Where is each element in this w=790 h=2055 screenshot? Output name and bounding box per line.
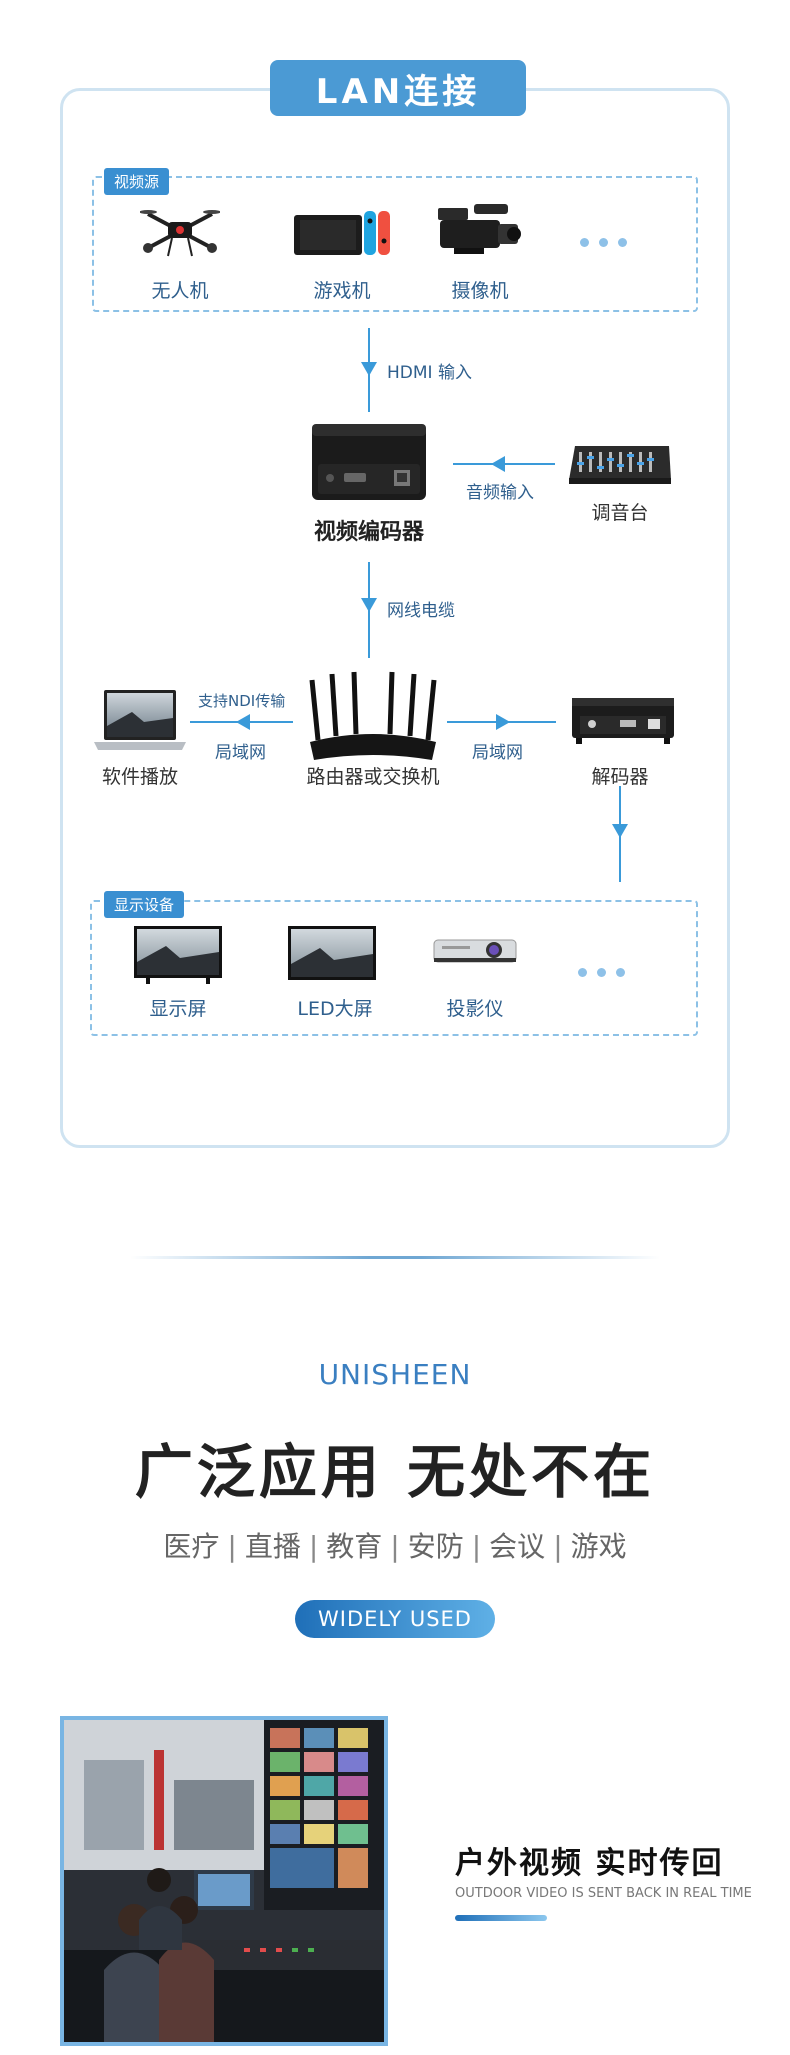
led-screen-label: LED大屏 xyxy=(297,998,373,1020)
application-fields: 医疗|直播|教育|安防|会议|游戏 xyxy=(163,1530,627,1563)
video-decoder-icon xyxy=(568,694,678,748)
game-console-icon xyxy=(290,207,394,259)
router-label: 路由器或交换机 xyxy=(306,766,440,788)
network-cable-label: 网线电缆 xyxy=(387,601,455,621)
field-medical: 医疗 xyxy=(163,1530,220,1563)
led-screen-icon xyxy=(286,924,378,986)
field-live: 直播 xyxy=(244,1530,301,1563)
video-sources-tag: 视频源 xyxy=(104,168,170,195)
field-education: 教育 xyxy=(326,1530,383,1563)
brand-logo: UNISHEEN xyxy=(318,1358,472,1391)
camcorder-label: 摄像机 xyxy=(451,280,509,302)
display-devices-box xyxy=(90,900,698,1036)
video-encoder-label: 视频编码器 xyxy=(313,520,424,545)
hdmi-input-label: HDMI 输入 xyxy=(387,363,472,383)
display-devices-tag: 显示设备 xyxy=(104,891,185,918)
monitor-icon xyxy=(132,924,224,986)
video-sources-box xyxy=(92,176,698,312)
audio-mixer-icon xyxy=(565,440,673,488)
more-displays-dots xyxy=(573,962,630,981)
monitor-label: 显示屏 xyxy=(149,998,207,1020)
control-room-photo xyxy=(60,1716,388,2046)
ndi-support-label: 支持NDI传输 xyxy=(198,692,286,710)
section-divider xyxy=(130,1256,660,1259)
drone-label: 无人机 xyxy=(151,280,209,302)
field-security: 安防 xyxy=(407,1530,464,1563)
laptop-icon xyxy=(92,688,188,754)
lan-title: LAN连接 xyxy=(270,60,526,116)
lan-left-label: 局域网 xyxy=(215,743,266,763)
projector-label: 投影仪 xyxy=(446,998,504,1020)
field-meeting: 会议 xyxy=(489,1530,546,1563)
audio-mixer-label: 调音台 xyxy=(591,502,649,524)
case-title: 户外视频 实时传回 xyxy=(455,1846,724,1881)
video-encoder-icon xyxy=(308,418,430,506)
lan-right-label: 局域网 xyxy=(472,743,523,763)
software-playback-label: 软件播放 xyxy=(101,766,178,788)
video-decoder-label: 解码器 xyxy=(591,766,649,788)
more-sources-dots xyxy=(575,232,632,251)
camcorder-icon xyxy=(434,200,524,258)
router-icon xyxy=(308,670,438,770)
drone-icon xyxy=(140,202,220,260)
audio-input-label: 音频输入 xyxy=(466,483,534,503)
projector-icon xyxy=(432,934,518,968)
section-headline: 广泛应用 无处不在 xyxy=(134,1438,656,1506)
connection-lines xyxy=(190,328,628,882)
widely-used-pill: WIDELY USED xyxy=(295,1600,495,1638)
case-subtitle: OUTDOOR VIDEO IS SENT BACK IN REAL TIME xyxy=(455,1886,752,1901)
case-accent-bar xyxy=(455,1915,547,1921)
field-gaming: 游戏 xyxy=(570,1530,627,1563)
game-console-label: 游戏机 xyxy=(313,280,371,302)
